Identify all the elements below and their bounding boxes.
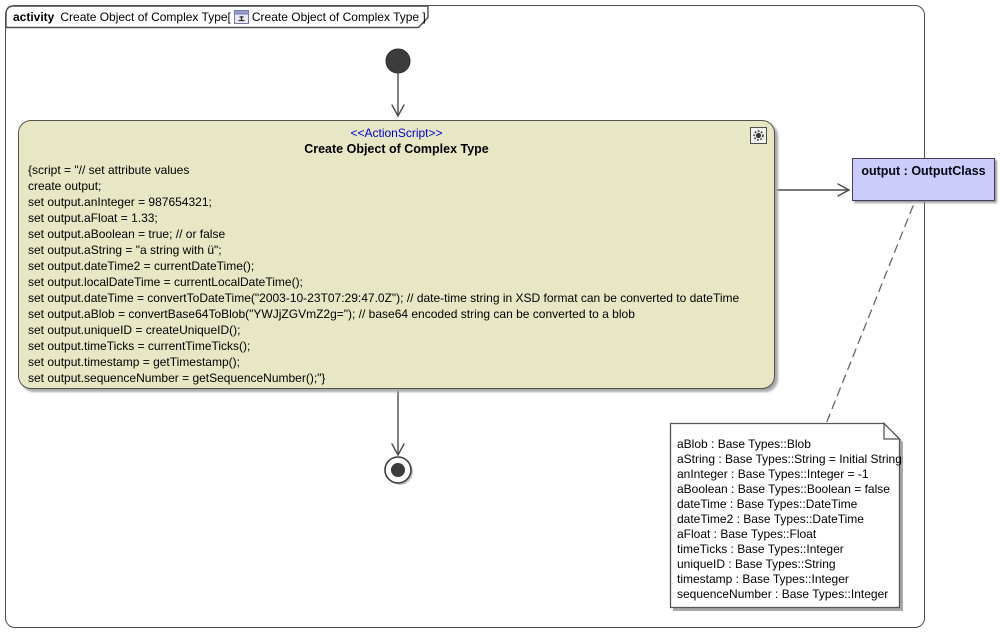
initial-node[interactable] — [385, 48, 411, 74]
script-line: set output.aFloat = 1.33; — [28, 211, 158, 225]
script-line: create output; — [28, 179, 102, 193]
activity-diagram-icon — [233, 10, 249, 24]
script-line: set output.localDateTime = currentLocalD… — [28, 275, 303, 289]
frame-diagram-ref: Create Object of Complex Type ] — [251, 10, 426, 24]
script-line: set output.dateTime = convertToDateTime(… — [28, 291, 740, 305]
action-script-body: {script = "// set attribute values create… — [28, 162, 774, 386]
frame-title-tab — [5, 5, 429, 29]
frame-header: activity Create Object of Complex Type[ … — [13, 9, 426, 25]
frame-name: Create Object of Complex Type[ — [60, 10, 231, 24]
script-line: set output.aBoolean = true; // or false — [28, 227, 226, 241]
script-line: {script = "// set attribute values — [28, 163, 190, 177]
object-flow-action-to-output[interactable] — [775, 183, 851, 197]
note-line: sequenceNumber : Base Types::Integer — [677, 587, 889, 601]
script-line: set output.uniqueID = createUniqueID(); — [28, 323, 241, 337]
note-line: dateTime : Base Types::DateTime — [677, 497, 858, 511]
action-stereotype: <<ActionScript>> — [350, 126, 443, 140]
note-line: aString : Base Types::String = Initial S… — [677, 452, 902, 466]
script-line: set output.dateTime2 = currentDateTime()… — [28, 259, 255, 273]
note-line: timestamp : Base Types::Integer — [677, 572, 849, 586]
script-line: set output.sequenceNumber = getSequenceN… — [28, 371, 326, 385]
script-line: set output.timestamp = getTimestamp(); — [28, 355, 240, 369]
final-node[interactable] — [384, 456, 413, 485]
note-line: uniqueID : Base Types::String — [677, 557, 836, 571]
script-line: set output.aBlob = convertBase64ToBlob("… — [28, 307, 635, 321]
note-shape[interactable] — [669, 421, 904, 612]
output-object-label: output : OutputClass — [861, 164, 986, 178]
control-flow-initial-to-action[interactable] — [391, 72, 405, 118]
gear-icon — [750, 127, 767, 144]
note-line: timeTicks : Base Types::Integer — [677, 542, 844, 556]
note-line: aBlob : Base Types::Blob — [677, 437, 811, 451]
control-flow-action-to-final[interactable] — [391, 390, 405, 457]
frame-keyword: activity — [13, 10, 55, 24]
note-anchor-line[interactable] — [825, 205, 914, 425]
script-line: set output.aString = "a string with ü"; — [28, 243, 222, 257]
output-object-node[interactable]: output : OutputClass — [852, 158, 995, 201]
action-title: Create Object of Complex Type — [304, 142, 489, 156]
note-line: dateTime2 : Base Types::DateTime — [677, 512, 864, 526]
script-line: set output.anInteger = 987654321; — [28, 195, 212, 209]
note-line: anInteger : Base Types::Integer = -1 — [677, 467, 869, 481]
script-line: set output.timeTicks = currentTimeTicks(… — [28, 339, 251, 353]
note-line: aBoolean : Base Types::Boolean = false — [677, 482, 890, 496]
note-line: aFloat : Base Types::Float — [677, 527, 817, 541]
action-node-create-object[interactable]: <<ActionScript>> Create Object of Comple… — [18, 120, 775, 389]
note-fold-corner — [883, 421, 902, 440]
